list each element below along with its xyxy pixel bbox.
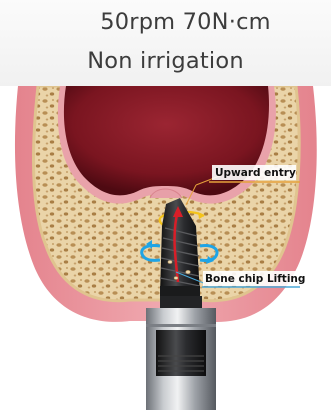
irrigation-text: Non irrigation	[0, 48, 331, 74]
sinus-lift-illustration: Upward entry Bone chip Lifting	[0, 86, 331, 410]
header-banner: 50rpm 70N·cm Non irrigation	[0, 0, 331, 86]
upward-entry-label: Upward entry	[215, 167, 296, 179]
bone-chip-lifting-label: Bone chip Lifting	[205, 273, 305, 285]
speed-torque-text: 50rpm 70N·cm	[20, 9, 331, 35]
drill-shaft	[146, 296, 216, 410]
